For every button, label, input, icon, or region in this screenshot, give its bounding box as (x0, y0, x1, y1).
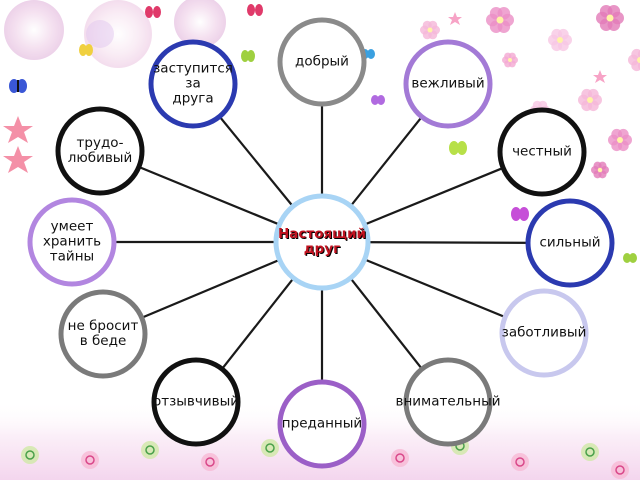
butterfly-icon (9, 4, 637, 263)
node-ring-zastupitsya (148, 39, 238, 129)
spiral-icon (21, 446, 39, 464)
node-ring-umeet-hranit (27, 197, 117, 287)
spiral-icon (511, 453, 529, 471)
flower-icon (420, 5, 640, 179)
spiral-icon (81, 451, 99, 469)
star-icon (3, 12, 607, 173)
spiral-icon (581, 443, 599, 461)
node-ring-dobryi (277, 17, 367, 107)
spiral-icon (201, 453, 219, 471)
node-ring-vezhlivyi (403, 39, 493, 129)
node-ring-otzyvchivyi (151, 357, 241, 447)
node-ring-trudolyubivyi (55, 106, 145, 196)
node-ring-chestnyi (497, 107, 587, 197)
node-ring-silnyi (525, 198, 615, 288)
spiral-icon (261, 439, 279, 457)
node-ring-predannyi (277, 379, 367, 469)
node-ring-ne-brosit (58, 289, 148, 379)
spiral-icon (611, 461, 629, 479)
node-rings (27, 17, 615, 469)
spiral-icon (391, 449, 409, 467)
node-ring-zabotlivyi (499, 288, 589, 378)
center-node (273, 193, 371, 291)
rose-icon (4, 0, 226, 68)
spiral-icon (141, 441, 159, 459)
node-ring-vnimatelnyi (403, 357, 493, 447)
center-label: Настоящий друг (277, 226, 367, 257)
